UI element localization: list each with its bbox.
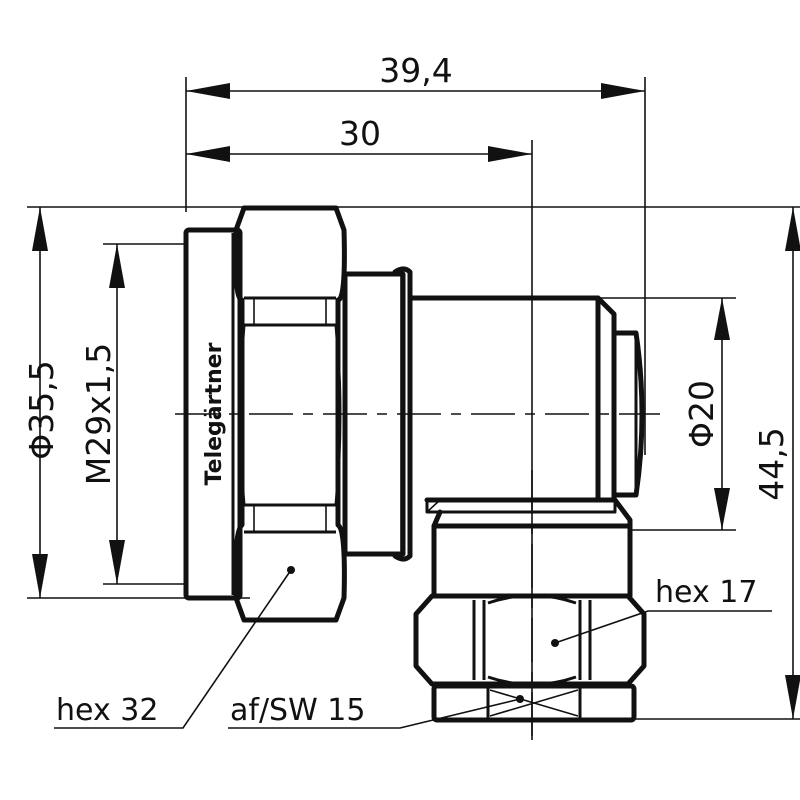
dimension-thread: M29x1,5 [79,243,186,585]
dimension-overall-length: 39,4 [185,51,646,455]
elbow-section [424,497,633,599]
hex-17-nut [413,593,647,687]
dim-39-4-label: 39,4 [379,51,452,90]
dim-30-label: 30 [339,114,381,153]
dimension-body-diameter: Φ20 [600,297,736,531]
dimension-overall-height: 44,5 [630,207,800,720]
hex-32-label: hex 32 [56,693,158,728]
af-sw-15-label: af/SW 15 [230,693,365,728]
wrench-flat [431,683,637,723]
dimension-flange-diameter: Φ35,5 [22,206,800,599]
connector-body [407,295,645,503]
dim-20-label: Φ20 [682,380,721,448]
collar [342,266,413,562]
hex-17-label: hex 17 [655,575,757,610]
dim-44-5-label: 44,5 [752,427,791,500]
callout-hex-17: hex 17 [551,575,772,647]
callout-hex-32: hex 32 [54,566,295,729]
callout-wrench-flat: af/SW 15 [228,693,524,729]
dim-m29-label: M29x1,5 [79,343,118,485]
dim-35-5-label: Φ35,5 [22,360,61,459]
brand-logo: Telegärtner [202,342,227,485]
